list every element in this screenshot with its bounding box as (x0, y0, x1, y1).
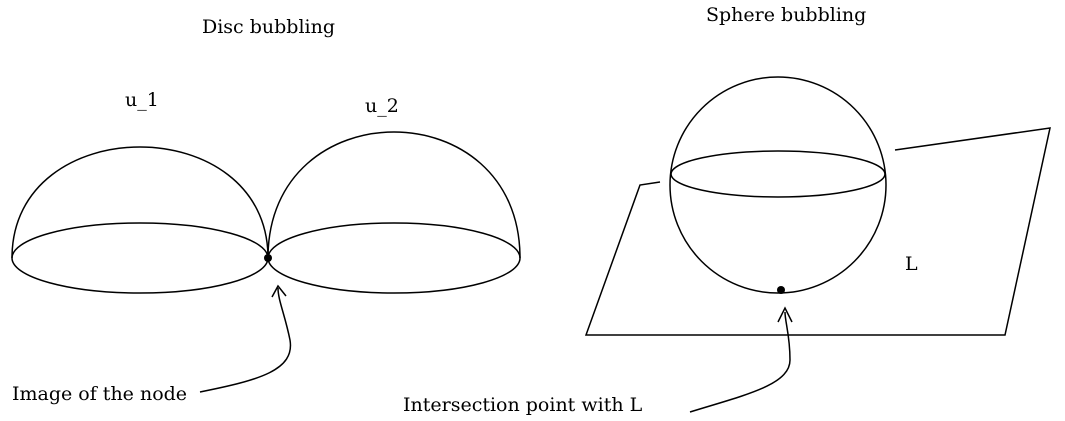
disc-u2-label: u_2 (365, 95, 399, 117)
disc-u2-dome (267, 131, 521, 259)
intersection-arrow (689, 311, 791, 413)
disc-u2: u_2 (267, 95, 521, 294)
node-point (264, 254, 272, 262)
disc-u1: u_1 (11, 89, 269, 294)
intersection-arrow-head (777, 306, 793, 323)
sphere-bubbling-panel: Sphere bubbling L Intersection point wit… (403, 4, 1051, 416)
plane-l (584, 127, 1051, 336)
sphere-bubbling-title: Sphere bubbling (706, 4, 866, 26)
node-caption: Image of the node (12, 383, 187, 405)
disc-u1-dome (11, 146, 269, 259)
intersection-point (777, 286, 785, 294)
node-arrow-head (271, 284, 287, 298)
sphere-equator (670, 150, 886, 198)
plane-label: L (905, 253, 918, 275)
intersection-caption: Intersection point with L (403, 394, 643, 416)
disc-u2-base (267, 222, 521, 294)
node-arrow (199, 287, 292, 393)
disc-bubbling-title: Disc bubbling (202, 16, 335, 38)
disc-bubbling-panel: Disc bubbling u_1 u_2 Image of the node (11, 16, 521, 405)
sphere (669, 76, 887, 294)
disc-u1-base (11, 222, 269, 294)
sphere-outline (669, 76, 887, 294)
disc-u1-label: u_1 (125, 89, 159, 111)
